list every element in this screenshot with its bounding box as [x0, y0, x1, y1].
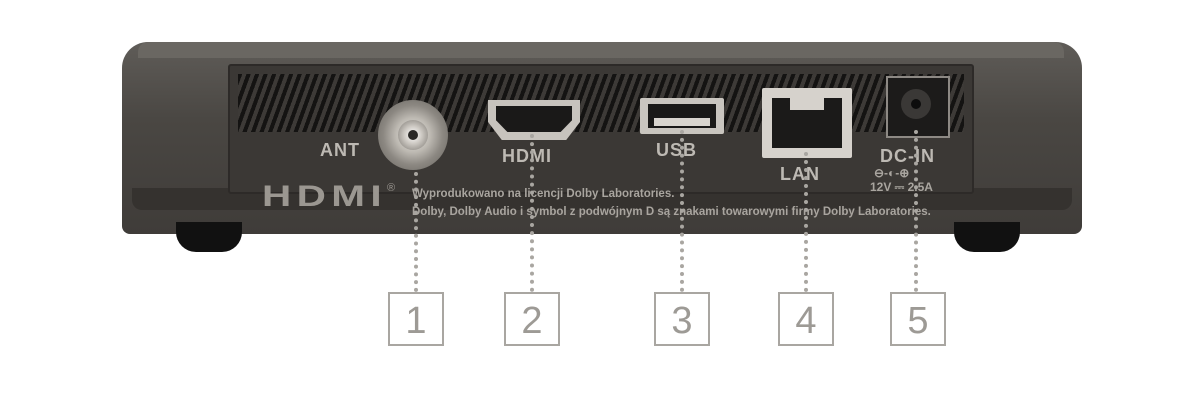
antenna-port-pin [408, 130, 418, 140]
callout-line-4 [804, 152, 808, 292]
device-top-edge [138, 42, 1064, 58]
lan-label: LAN [780, 164, 820, 184]
hdmi-label: HDMI [502, 146, 552, 166]
registered-mark: ® [387, 182, 396, 194]
power-rating: 12V ⎓ 2.5A [870, 180, 933, 194]
callout-line-5 [914, 130, 918, 292]
dc-in-pin [911, 99, 921, 109]
hdmi-logo: HDMI [262, 180, 388, 213]
dc-in-label: DC-IN [880, 146, 935, 166]
callout-4: 4 [778, 292, 834, 346]
ventilation-grille [238, 74, 964, 132]
callout-line-2 [530, 134, 534, 292]
callout-5: 5 [890, 292, 946, 346]
polarity-symbol-icon: ⊖-◐-⊕ [874, 166, 910, 180]
hdmi-port-socket [496, 106, 572, 132]
ant-label: ANT [320, 140, 360, 160]
callout-3: 3 [654, 292, 710, 346]
callout-2: 2 [504, 292, 560, 346]
dolby-notice-line1: Wyprodukowano na licencji Dolby Laborato… [412, 188, 675, 200]
lan-port-latch [790, 98, 824, 110]
usb-label: USB [656, 140, 698, 160]
callout-line-1 [414, 172, 418, 292]
rubber-foot-right [954, 222, 1020, 252]
rubber-foot-left [176, 222, 242, 252]
usb-port-tongue [654, 118, 710, 126]
callout-1: 1 [388, 292, 444, 346]
dolby-notice-line2: Dolby, Dolby Audio i symbol z podwójnym … [412, 206, 931, 218]
callout-line-3 [680, 130, 684, 292]
